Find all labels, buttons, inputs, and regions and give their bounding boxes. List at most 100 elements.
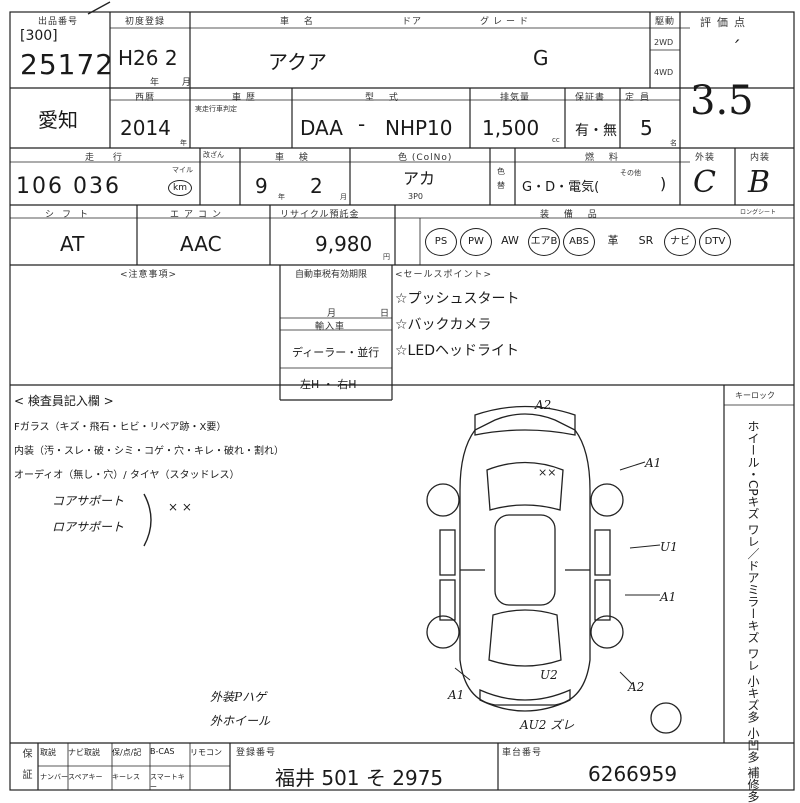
checklist-item: リモコン bbox=[190, 748, 222, 757]
fuel-close: ) bbox=[660, 174, 667, 193]
history-label: 車 歴 bbox=[232, 93, 256, 103]
dealer-option: ディーラー・並行 bbox=[292, 346, 380, 359]
drive-2wd: 2WD bbox=[654, 38, 674, 47]
equipment-circled: ABS bbox=[563, 228, 595, 256]
region: 愛知 bbox=[38, 108, 78, 132]
lot-label: 出品番号 bbox=[38, 17, 79, 27]
score-tick: ′ bbox=[735, 35, 740, 59]
mileage-mile: マイル bbox=[172, 166, 193, 174]
plate-value: 福井 501 そ 2975 bbox=[275, 766, 444, 790]
note-wheel: 外ホイール bbox=[210, 714, 271, 728]
checklist-item: スペアキー bbox=[68, 773, 103, 781]
inspection-year: 9 bbox=[255, 174, 268, 198]
ac-value: AAC bbox=[180, 232, 222, 256]
color-value: アカ bbox=[403, 169, 436, 188]
cert-label: 保証書 bbox=[575, 93, 606, 103]
handle-option: 左H ・ 右H bbox=[300, 378, 357, 391]
audio-line: オーディオ（無し・穴）/ タイヤ（スタッドレス） bbox=[14, 470, 240, 481]
year-value: 2014 bbox=[120, 116, 171, 140]
footer-checklist-1: 取説 ナビ取説 保/点/記 B-CAS リモコン bbox=[40, 747, 230, 758]
sales-label: <セールスポイント> bbox=[395, 270, 493, 280]
glass-line: Fガラス（キズ・飛石・ヒビ・リペア跡・X要） bbox=[14, 422, 227, 433]
shift-label: シフト bbox=[45, 210, 97, 220]
history-sub: 実走行車判定 bbox=[195, 105, 237, 113]
displacement-label: 排気量 bbox=[500, 93, 531, 103]
lot-number: 25172 bbox=[20, 48, 115, 81]
type-dash: - bbox=[358, 112, 366, 136]
inspection-month-unit: 月 bbox=[340, 193, 348, 201]
note-paint: 外装Pハゲ bbox=[210, 690, 267, 704]
spare-tire bbox=[650, 702, 682, 734]
type-code: NHP10 bbox=[385, 116, 453, 140]
first-reg-value: H26 2 bbox=[118, 46, 178, 70]
checklist-item: 保/点/記 bbox=[112, 748, 142, 757]
mileage-unit-km: km bbox=[168, 180, 192, 196]
car-name: アクア bbox=[268, 50, 327, 74]
inspection-year-unit: 年 bbox=[278, 193, 286, 201]
mark-a1-rear: A1 bbox=[448, 688, 465, 702]
support-mark: × × bbox=[168, 500, 192, 514]
interior-label: 内装 bbox=[750, 153, 771, 163]
lower-support: ロアサポート bbox=[52, 520, 125, 534]
recycle-value: 9,980 bbox=[315, 232, 373, 256]
type-prefix: DAA bbox=[300, 116, 343, 140]
first-reg-unit: 年 月 bbox=[150, 78, 201, 88]
mileage-value: 106 036 bbox=[16, 174, 121, 199]
tax-expiry-label: 自動車税有効期限 bbox=[295, 270, 368, 280]
interior-line: 内装（汚・スレ・破・シミ・コゲ・穴・キレ・破れ・割れ） bbox=[14, 446, 284, 457]
mark-u1: U1 bbox=[660, 540, 678, 554]
warranty-label: 保 証 bbox=[20, 748, 31, 784]
equipment-plain: SR bbox=[638, 234, 654, 247]
seats-value: 5 bbox=[640, 116, 653, 140]
checklist-item: スマートキー bbox=[150, 773, 185, 791]
interior-grade: B bbox=[748, 165, 771, 200]
score-label: 評価点 bbox=[700, 16, 751, 29]
tax-month: 月 bbox=[327, 309, 338, 319]
equipment-circled: DTV bbox=[699, 228, 731, 256]
recycle-unit: 円 bbox=[383, 253, 391, 261]
equipment-label: 装 備 品 bbox=[540, 210, 603, 220]
seats-unit: 名 bbox=[670, 139, 678, 147]
grade-value: G bbox=[533, 46, 549, 70]
fuel-label: 燃 料 bbox=[585, 153, 624, 163]
exterior-label: 外装 bbox=[695, 153, 716, 163]
fuel-other: その他 bbox=[620, 169, 641, 177]
checklist-item: ナビ取説 bbox=[68, 748, 100, 757]
year-label: 西暦 bbox=[135, 93, 156, 103]
mark-a1-right: A1 bbox=[660, 590, 677, 604]
equipment-plain: AW bbox=[501, 234, 519, 247]
import-label: 輸入車 bbox=[315, 322, 346, 332]
mark-a2-rear: A2 bbox=[628, 680, 645, 694]
displacement-unit: cc bbox=[552, 136, 560, 144]
lot-prefix: [300] bbox=[20, 28, 58, 44]
cert-value: 有・無 bbox=[575, 123, 617, 139]
sales-point: ☆LEDヘッドライト bbox=[395, 343, 519, 359]
equipment-circled: PS bbox=[425, 228, 457, 256]
seats-label: 定員 bbox=[625, 93, 656, 103]
checklist-item: キーレス bbox=[112, 773, 140, 781]
color-code: 3P0 bbox=[408, 192, 424, 201]
mark-xx: ×× bbox=[538, 466, 557, 479]
tax-day: 日 bbox=[380, 309, 391, 319]
score-value: 3.5 bbox=[690, 78, 754, 124]
year-unit: 年 bbox=[180, 139, 188, 147]
footer-checklist-2: ナンバー スペアキー キーレス スマートキー bbox=[40, 772, 190, 792]
door-label: ドア bbox=[402, 17, 423, 27]
mark-au2: AU2 ズレ bbox=[520, 718, 575, 732]
inspection-month: 2 bbox=[310, 174, 323, 198]
color-change: 色替 bbox=[497, 167, 505, 190]
meter-label: 改ざん bbox=[203, 151, 224, 159]
mileage-label: 走 行 bbox=[85, 153, 130, 163]
recycle-label: リサイクル預託金 bbox=[280, 210, 360, 220]
equipment-circled: エアB bbox=[528, 228, 560, 256]
exterior-grade: C bbox=[693, 165, 716, 200]
bracket-mark bbox=[143, 493, 152, 547]
checklist-item: B-CAS bbox=[150, 747, 175, 756]
keylock-label: キーロック bbox=[735, 391, 775, 400]
checklist-item: 取説 bbox=[40, 748, 56, 757]
notes-label: <注意事項> bbox=[120, 270, 178, 280]
equipment-circled: PW bbox=[460, 228, 492, 256]
sales-point: ☆プッシュスタート bbox=[395, 291, 520, 307]
